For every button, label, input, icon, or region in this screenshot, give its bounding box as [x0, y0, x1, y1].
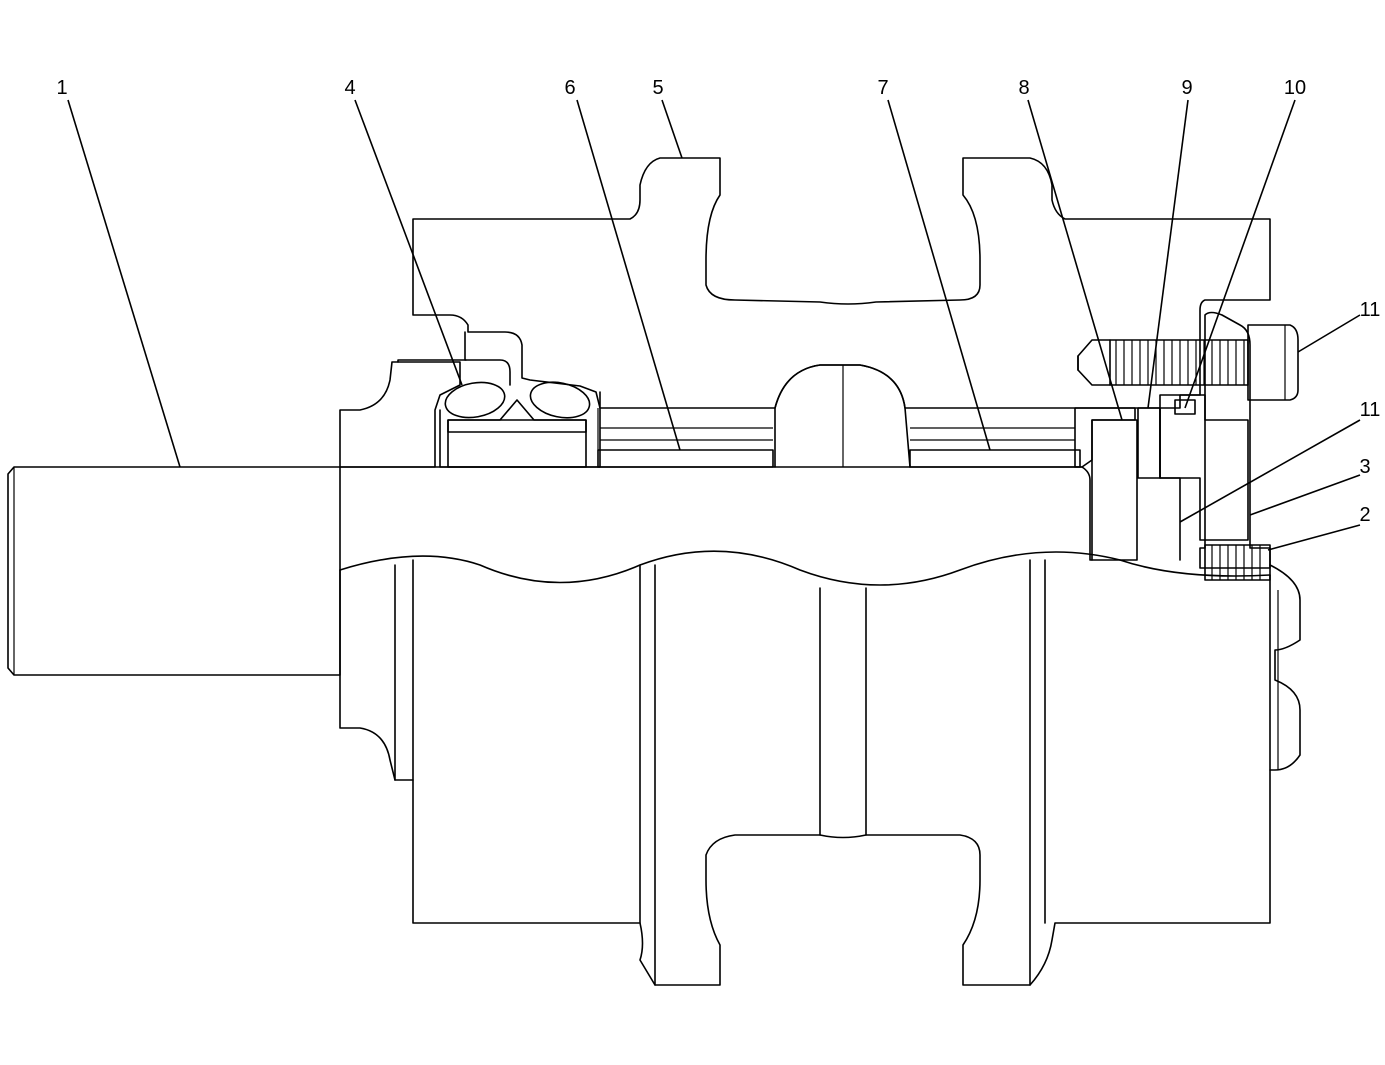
shaft	[7, 466, 1093, 676]
bushing-left	[597, 408, 774, 468]
left-seal-collar	[339, 361, 461, 468]
callout-6: 6	[564, 77, 575, 99]
callout-8: 8	[1018, 77, 1029, 99]
bushing-right	[909, 427, 1081, 468]
callout-11-lower: 11	[1360, 399, 1381, 421]
leader-5	[661, 99, 683, 159]
leader-3	[1249, 474, 1361, 516]
callout-4: 4	[344, 77, 355, 99]
leader-8	[1027, 99, 1123, 421]
roller-center-rib	[774, 364, 911, 468]
callout-3: 3	[1359, 456, 1370, 478]
seal-ring	[1137, 407, 1161, 479]
roller-outside-view	[339, 559, 1301, 986]
leader-1	[67, 99, 181, 468]
callout-labels: 1 4 6 5 7 8 9 10 11 11 3 2	[56, 77, 1380, 526]
callout-9: 9	[1181, 77, 1192, 99]
seal-ring-step	[1159, 407, 1181, 561]
callout-10: 10	[1284, 77, 1306, 99]
leader-11b	[1179, 419, 1361, 523]
leader-6	[576, 99, 681, 451]
cap-screw-lower	[1204, 544, 1271, 581]
callout-5: 5	[652, 77, 663, 99]
leader-7	[887, 99, 991, 451]
callout-1: 1	[56, 77, 67, 99]
break-line	[339, 550, 1271, 586]
callout-7: 7	[877, 77, 888, 99]
leader-10	[1184, 99, 1296, 409]
duo-cone-seal	[439, 381, 601, 468]
leader-4	[354, 99, 463, 386]
leader-11a	[1297, 314, 1361, 353]
callout-11-upper: 11	[1360, 299, 1381, 321]
o-ring	[1174, 399, 1196, 415]
callout-2: 2	[1359, 504, 1370, 526]
leader-9	[1147, 99, 1189, 409]
cap-screw-upper	[1077, 324, 1299, 401]
right-thrust-collar	[1074, 407, 1138, 561]
leader-lines	[67, 99, 1361, 551]
leader-2	[1267, 524, 1361, 551]
